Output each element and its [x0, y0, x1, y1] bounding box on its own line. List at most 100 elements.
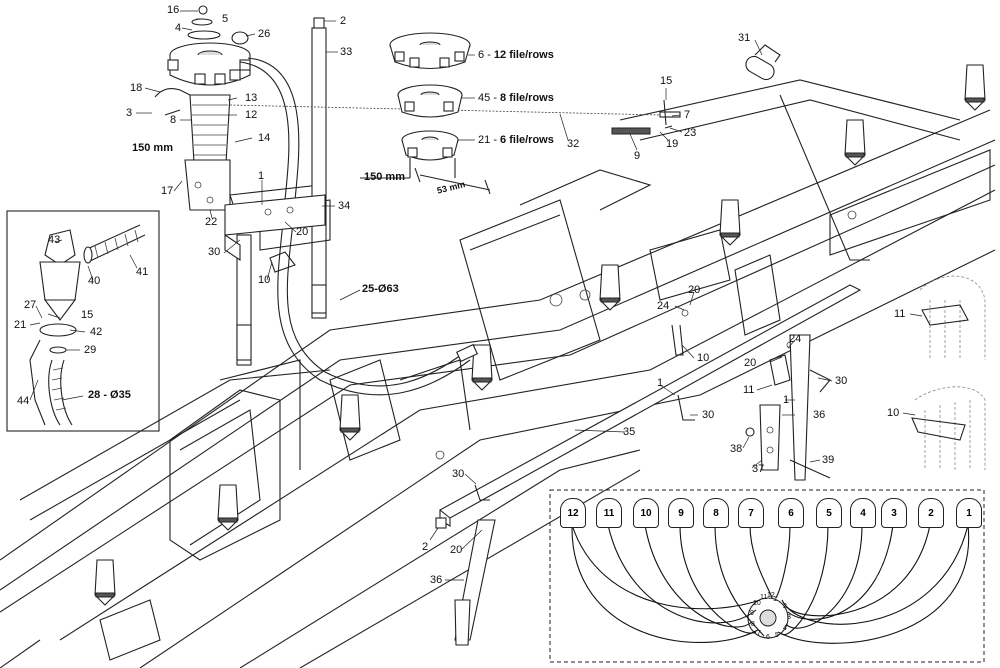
callout-40: 40 [88, 275, 101, 287]
callout-24-b: 24 [789, 333, 802, 345]
callout-31: 31 [738, 32, 751, 44]
callout-22: 22 [205, 216, 218, 228]
callout-5: 5 [222, 13, 229, 25]
callout-4: 4 [175, 22, 182, 34]
hub-number: 5 [775, 632, 779, 639]
hub-number: 3 [787, 614, 791, 621]
callout-12: 12 [245, 109, 258, 121]
callout-10: 10 [258, 274, 271, 286]
callout-25-dia63: 25-Ø63 [362, 283, 399, 295]
callout-2: 2 [340, 15, 347, 27]
callout-2-b: 2 [422, 541, 429, 553]
callout-8: 8 [170, 114, 177, 126]
outlet-7: 7 [738, 498, 764, 528]
callout-30-c: 30 [835, 375, 848, 387]
row-wiring-schematic [549, 489, 985, 663]
dimension-150mm-top: 150 mm [132, 142, 173, 154]
arms-36 [435, 334, 831, 646]
callout-17: 17 [161, 185, 174, 197]
callout-39: 39 [822, 454, 835, 466]
hub-number: 9 [750, 610, 754, 617]
hub-number: 4 [783, 625, 787, 632]
callout-19: 19 [666, 138, 679, 150]
callout-36: 36 [813, 409, 826, 421]
callout-20-c: 20 [744, 357, 757, 369]
frame-outlets [94, 64, 986, 606]
callout-30: 30 [208, 246, 221, 258]
hose-guides [911, 275, 986, 470]
callout-24: 24 [657, 300, 670, 312]
callout-34: 34 [338, 200, 351, 212]
callout-1-b: 1 [657, 377, 664, 389]
main-frame [0, 79, 996, 668]
outlet-1: 1 [956, 498, 982, 528]
hub-number: 1 [773, 596, 777, 603]
callout-35: 35 [623, 426, 636, 438]
callout-23: 23 [684, 127, 697, 139]
clamps [474, 309, 831, 529]
small-parts-right [611, 44, 781, 135]
callout-21-inset: 21 [14, 319, 27, 331]
outlet-number: 4 [860, 507, 866, 519]
callout-9: 9 [634, 150, 641, 162]
callout-21-row6: 21 - 6 file/rows [478, 134, 554, 146]
hub-number: 11 [760, 594, 768, 601]
callout-42: 42 [90, 326, 103, 338]
callout-44: 44 [17, 395, 30, 407]
hub-number: 8 [751, 621, 755, 628]
dimension-53mm: 53 mm [436, 179, 467, 196]
callout-37: 37 [752, 463, 765, 475]
callout-11: 11 [743, 384, 755, 396]
outlet-number: 6 [788, 507, 794, 519]
inset-hose-detail [6, 210, 160, 432]
outlet-2: 2 [918, 498, 944, 528]
outlet-6: 6 [778, 498, 804, 528]
callout-1-c: 1 [783, 394, 790, 406]
outlet-number: 11 [603, 507, 615, 519]
bracket-34 [224, 194, 326, 273]
hub-number: 2 [783, 603, 787, 610]
main-hose [239, 61, 471, 396]
callout-15: 15 [660, 75, 673, 87]
callout-16: 16 [167, 4, 180, 16]
outlet-number: 5 [826, 507, 832, 519]
callout-29: 29 [84, 344, 97, 356]
outlet-number: 9 [678, 507, 684, 519]
hub-number: 10 [753, 600, 761, 607]
callout-30-d: 30 [452, 468, 465, 480]
hub-number: 6 [766, 634, 770, 641]
callout-43: 43 [48, 234, 61, 246]
callout-7: 7 [684, 109, 691, 121]
callout-18: 18 [130, 82, 143, 94]
outlet-number: 2 [928, 507, 934, 519]
outlet-number: 12 [567, 507, 579, 519]
outlet-number: 10 [640, 507, 652, 519]
outlet-12: 12 [560, 498, 586, 528]
support-posts [236, 17, 331, 366]
callout-3: 3 [126, 107, 133, 119]
callout-45-row8: 45 - 8 file/rows [478, 92, 554, 104]
outlet-3: 3 [881, 498, 907, 528]
callout-14: 14 [258, 132, 271, 144]
callout-13: 13 [245, 92, 258, 104]
callout-30-b: 30 [702, 409, 715, 421]
callout-11-b: 11 [894, 308, 906, 320]
hub-number: 7 [757, 630, 761, 637]
outlet-4: 4 [850, 498, 876, 528]
callout-36-b: 36 [430, 574, 443, 586]
outlet-number: 1 [966, 507, 972, 519]
callout-6-row12: 6 - 12 file/rows [478, 49, 554, 61]
outlet-number: 7 [748, 507, 754, 519]
callout-15-inset: 15 [81, 309, 94, 321]
callout-20-d: 20 [450, 544, 463, 556]
callout-28-dia35: 28 - Ø35 [88, 389, 131, 401]
callout-32: 32 [567, 138, 580, 150]
callout-41: 41 [136, 266, 149, 278]
callout-10-c: 10 [887, 407, 900, 419]
outlet-number: 8 [713, 507, 719, 519]
hub-number: 12 [767, 592, 775, 599]
distributor-heads [360, 32, 491, 195]
